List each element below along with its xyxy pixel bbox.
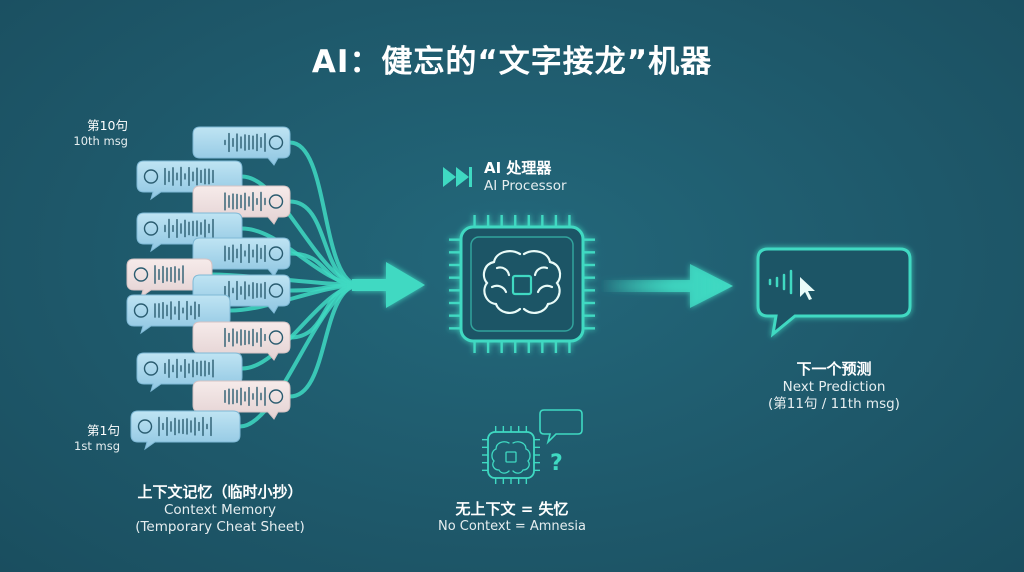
play-icon: [268, 246, 284, 261]
chat-bubble: [192, 126, 291, 166]
context-flow-lines: [210, 140, 362, 429]
chat-history-stack: [126, 126, 291, 451]
latest-message-label: 第10句 10th msg: [70, 118, 128, 148]
merge-arrow-icon: [352, 262, 425, 308]
flow-line: [238, 283, 362, 429]
processor-caption-zh: AI 处理器: [484, 159, 552, 177]
prediction-caption-en: Next Prediction: [782, 378, 886, 395]
amnesia-caption: 无上下文 = 失忆 No Context = Amnesia: [402, 500, 622, 535]
play-icon: [143, 169, 159, 184]
first-message-label: 第1句 1st msg: [70, 423, 120, 453]
chat-bubble: [192, 237, 291, 277]
flow-line: [288, 140, 362, 287]
first-message-label-en: 1st msg: [74, 438, 120, 453]
audio-wave-icon: [224, 191, 266, 212]
latest-message-label-zh: 第10句: [87, 118, 128, 133]
context-memory-caption-en: Context Memory: [163, 501, 277, 518]
audio-wave-icon: [224, 243, 266, 264]
chat-bubble: [126, 258, 213, 299]
audio-wave-icon: [164, 218, 214, 239]
fast-forward-icon: [443, 167, 472, 187]
latest-message-label-en: 10th msg: [73, 133, 128, 148]
prediction-arrow-icon: [600, 264, 733, 308]
play-icon: [133, 303, 149, 318]
audio-wave-icon: [164, 358, 214, 379]
cursor-icon: [800, 277, 815, 300]
audio-wave-icon: [154, 300, 200, 321]
audio-wave-icon: [224, 327, 266, 348]
amnesia-caption-en: No Context = Amnesia: [437, 518, 587, 534]
play-icon: [268, 135, 284, 150]
brain-icon: [491, 441, 531, 474]
processor-caption-en: AI Processor: [484, 177, 567, 194]
context-memory-caption-zh: 上下文记忆（临时小抄）: [137, 483, 303, 501]
play-icon: [143, 361, 159, 376]
amnesia-chip: [482, 409, 583, 484]
empty-speech-bubble: [539, 409, 583, 445]
amnesia-caption-zh: 无上下文 = 失忆: [455, 500, 569, 518]
processor-caption: AI 处理器 AI Processor: [484, 159, 567, 195]
ai-processor-chip: [449, 215, 595, 353]
question-icon: ?: [550, 451, 563, 476]
brain-icon: [482, 250, 562, 314]
audio-wave-icon: [158, 416, 212, 437]
prediction-caption-en2: (第11句 / 11th msg): [768, 395, 900, 412]
context-memory-caption: 上下文记忆（临时小抄） Context Memory (Temporary Ch…: [100, 483, 340, 536]
chat-bubble: [192, 380, 291, 420]
audio-wave-icon: [154, 265, 184, 284]
play-icon: [268, 194, 284, 209]
prediction-caption: 下一个预测 Next Prediction (第11句 / 11th msg): [742, 360, 926, 413]
play-icon: [143, 221, 159, 236]
audio-wave-icon: [164, 166, 214, 187]
audio-wave-icon: [224, 280, 266, 301]
play-icon: [268, 283, 284, 298]
chat-bubble: [130, 410, 241, 451]
chip-pins: [449, 215, 595, 353]
audio-wave-icon: [224, 132, 266, 153]
first-message-label-zh: 第1句: [87, 423, 120, 438]
chip-pins: [482, 426, 540, 484]
chat-bubble: [192, 321, 291, 361]
context-memory-caption-en2: (Temporary Cheat Sheet): [135, 518, 305, 535]
audio-wave-icon: [224, 386, 266, 407]
page-title: AI：健忘的“文字接龙”机器: [311, 44, 713, 80]
play-icon: [268, 389, 284, 404]
audio-wave-icon: [768, 269, 793, 295]
play-icon: [133, 267, 149, 282]
prediction-caption-zh: 下一个预测: [796, 360, 872, 378]
prediction-bubble: [756, 247, 912, 338]
play-icon: [137, 419, 153, 434]
play-icon: [268, 330, 284, 345]
